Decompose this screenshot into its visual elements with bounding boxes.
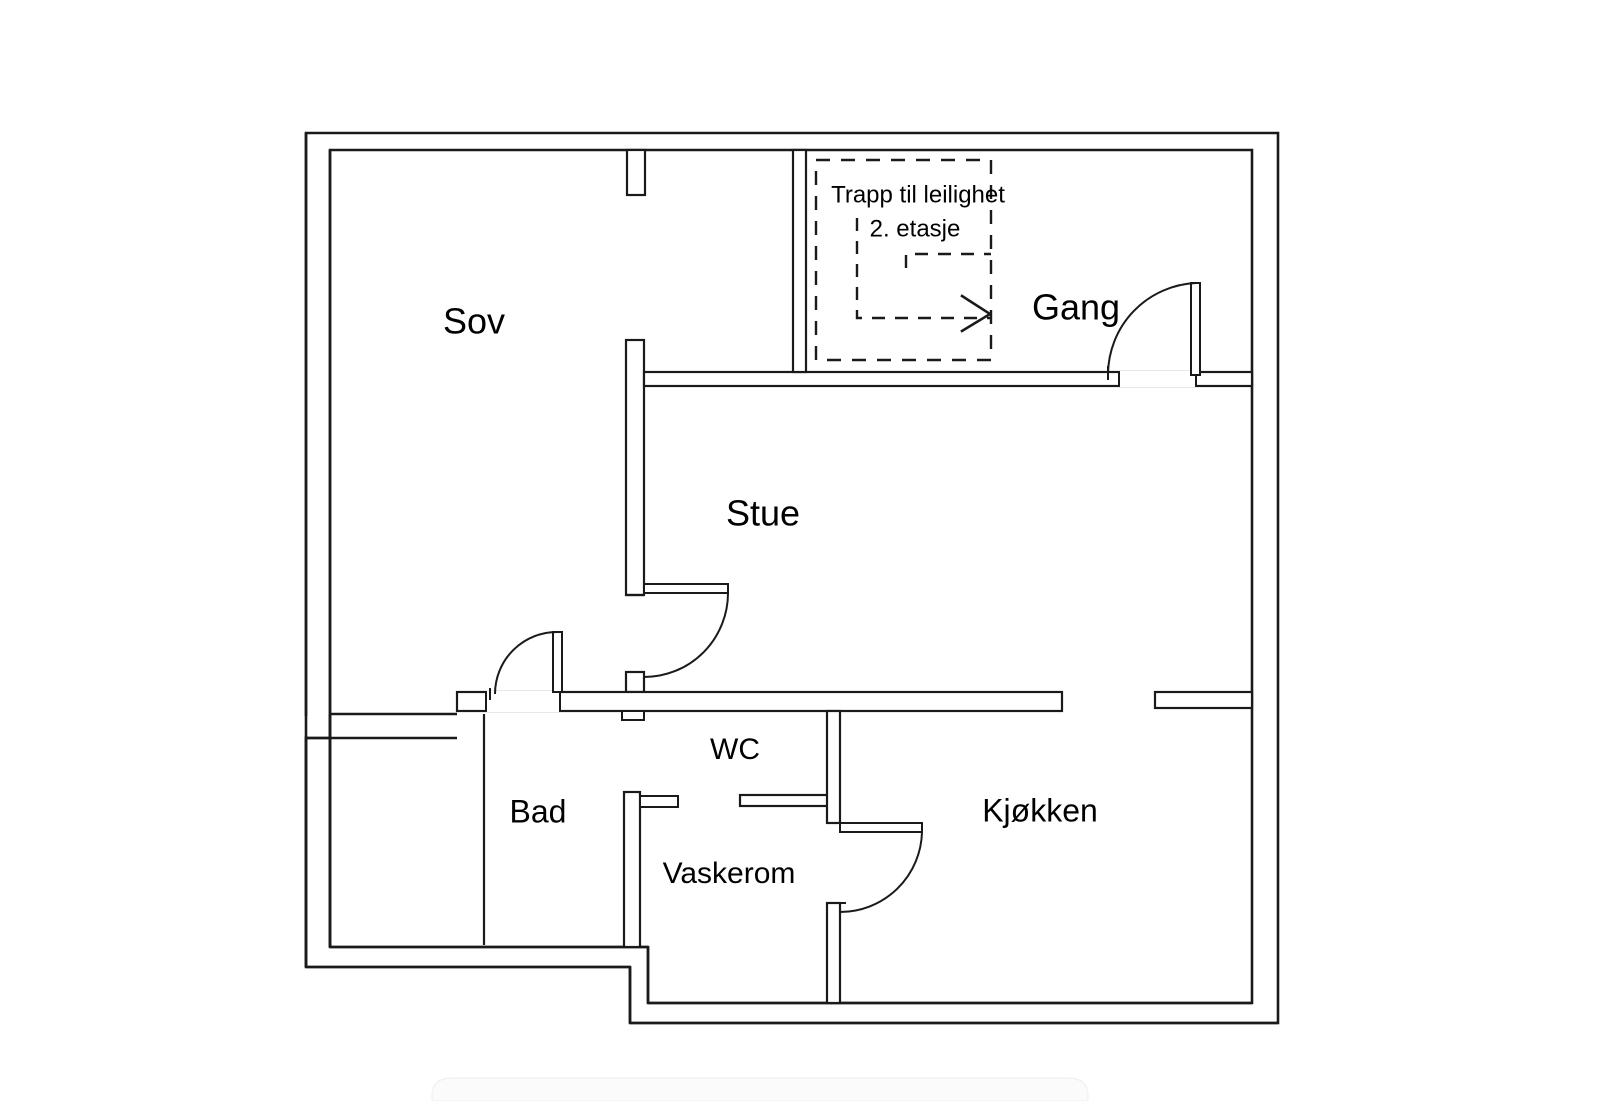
- stair-direction-arrow-icon: [960, 294, 992, 333]
- wall-stue-lower: [455, 690, 1064, 713]
- wall-stub-kjokken-right: [1153, 690, 1254, 710]
- room-label-wc: WC: [710, 733, 760, 766]
- stair-label-line-1: Trapp til leilighet: [831, 181, 1005, 208]
- exterior-wall-step-lines: [304, 712, 457, 967]
- exterior-lower-left: [304, 714, 1278, 1025]
- wall-tick-stue-lower: [621, 710, 645, 721]
- exterior-wall-step: [308, 740, 328, 945]
- room-label-bad: Bad: [510, 793, 567, 829]
- room-label-kjokken: Kjøkken: [982, 792, 1098, 828]
- door-gang-entry: [1107, 282, 1201, 387]
- door-bad-stue: [485, 630, 563, 712]
- room-label-stue: Stue: [726, 493, 800, 534]
- stair-inner-dashed-detail: [855, 218, 991, 320]
- exterior-left-upper: [304, 133, 332, 740]
- wall-wc-kjokken-jambs: [827, 822, 840, 904]
- wall-stub-top-sov: [625, 148, 647, 197]
- wall-mask-b: [332, 716, 452, 736]
- wall-bad-vaskerom: [622, 790, 642, 949]
- room-label-sov: Sov: [443, 301, 505, 342]
- footer-placeholder-shape: [431, 1077, 1089, 1101]
- wall-wc-vaskerom: [738, 793, 837, 808]
- stair-dashed-outline: [814, 158, 993, 362]
- wall-bad-stub: [639, 795, 679, 808]
- wall-mask-a: [300, 716, 326, 736]
- door-vaskerom-kjokken: [836, 822, 923, 913]
- wall-wc-kjokken: [825, 709, 842, 1005]
- room-label-vaskerom: Vaskerom: [663, 857, 796, 890]
- wall-sov-stue: [624, 338, 646, 694]
- room-label-gang: Gang: [1032, 287, 1120, 328]
- door-sov-stue: [643, 583, 729, 682]
- wall-trapp-gang: [791, 148, 808, 374]
- stair-label-line-2: 2. etasje: [870, 215, 961, 242]
- wall-stue-gang: [642, 370, 1254, 388]
